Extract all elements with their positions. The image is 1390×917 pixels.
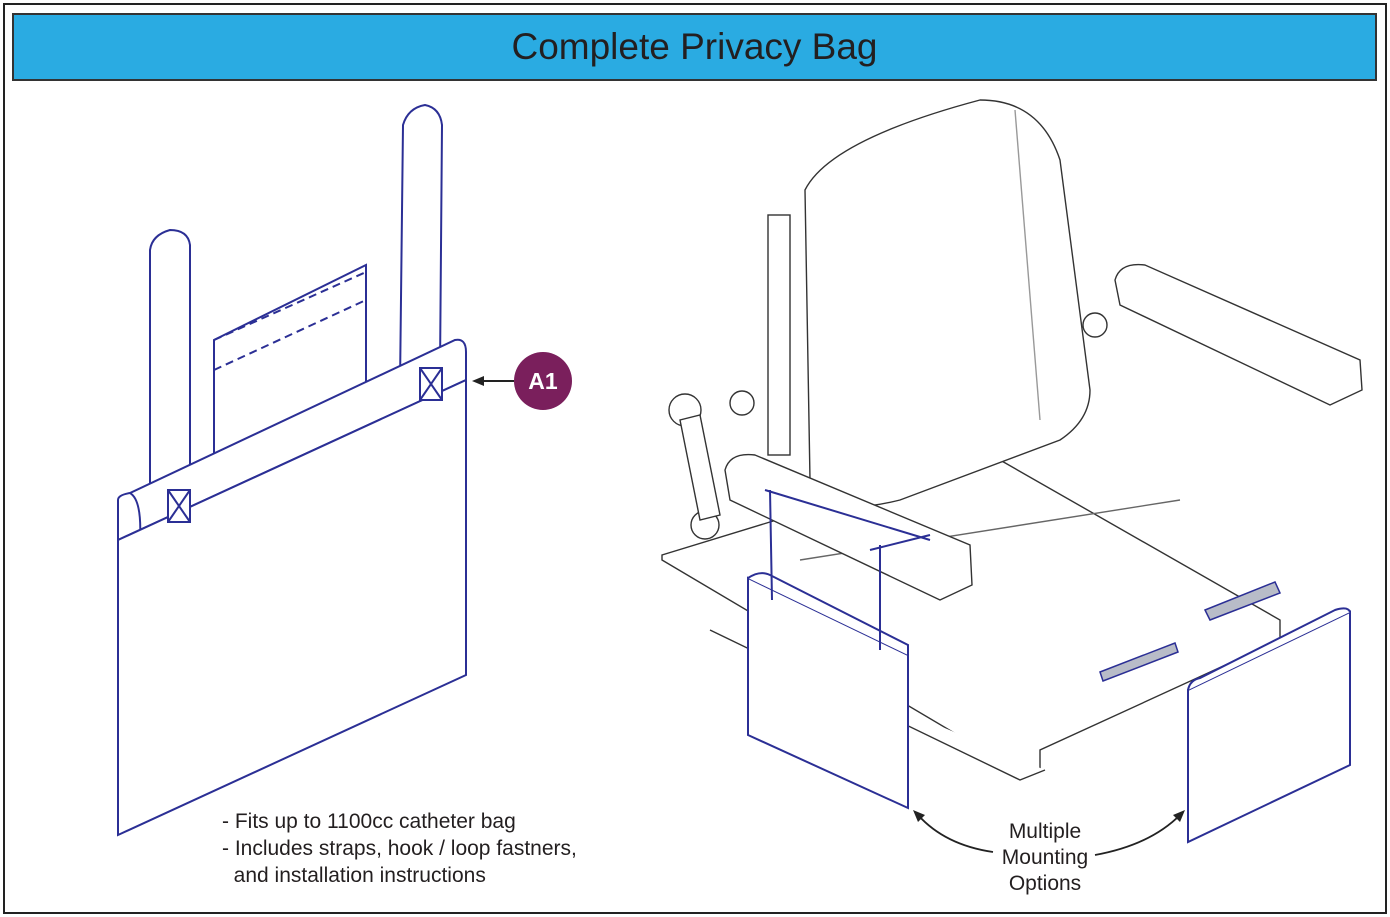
callout-badge-a1: A1: [514, 352, 572, 410]
title-bar: Complete Privacy Bag: [12, 13, 1377, 81]
privacy-bag-drawing: [117, 103, 467, 837]
mounting-label-line: Multiple: [1008, 820, 1082, 843]
note-item: - Includes straps, hook / loop fastners,: [222, 837, 577, 860]
hook-loop-strips: [1099, 581, 1282, 682]
backrest-post: [767, 214, 791, 456]
left-strap: [149, 228, 191, 500]
right-strap: [399, 103, 444, 386]
mounting-label-line: Mounting: [1001, 846, 1089, 869]
right-armrest: [1114, 263, 1363, 406]
bag-top-roll: [117, 338, 467, 542]
bag-front-panel: [117, 378, 467, 837]
mounted-bags: [747, 489, 1351, 844]
diagram-frame: [3, 3, 1387, 914]
mounting-label-line: Options: [1008, 872, 1082, 895]
backrest: [804, 99, 1091, 508]
page-title: Complete Privacy Bag: [511, 26, 878, 67]
mounting-arrows: [917, 814, 1181, 856]
left-armrest: [724, 453, 973, 601]
mounting-options-label: Multiple Mounting Options: [990, 819, 1100, 897]
feature-notes: - Fits up to 1100cc catheter bag - Inclu…: [222, 808, 577, 889]
note-item: - Fits up to 1100cc catheter bag: [222, 810, 516, 833]
note-item: and installation instructions: [222, 864, 486, 887]
